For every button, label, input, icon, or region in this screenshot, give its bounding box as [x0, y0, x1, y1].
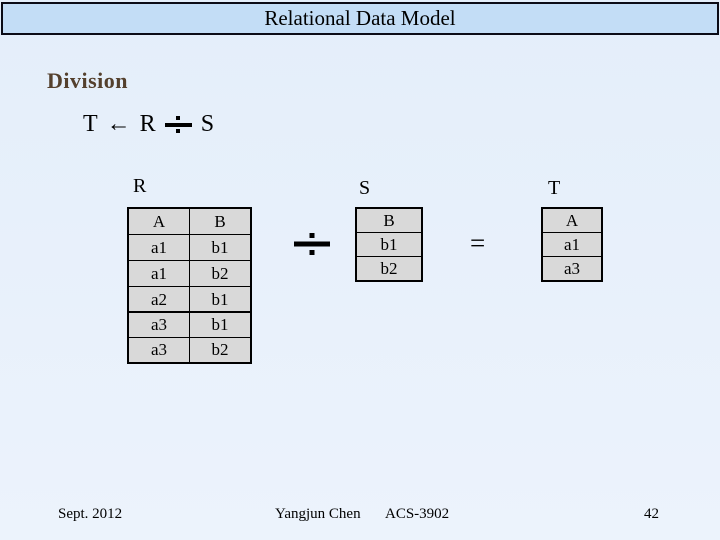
- relation-label-s: S: [359, 177, 371, 199]
- slide-title-bar: Relational Data Model: [1, 2, 719, 35]
- table-row: a3: [541, 256, 603, 282]
- table-cell: a3: [127, 311, 190, 338]
- division-bar: [294, 241, 330, 247]
- column-header: A: [127, 207, 190, 235]
- table-cell: a1: [541, 232, 603, 257]
- table-header-row: A B: [127, 207, 252, 235]
- table-cell: b1: [355, 232, 423, 257]
- left-arrow-icon: ←: [106, 111, 131, 137]
- table-header-row: B: [355, 207, 423, 233]
- table-cell: a3: [127, 337, 190, 364]
- table-row: a3 b2: [127, 337, 252, 364]
- table-cell: b1: [189, 234, 252, 261]
- table-cell: b1: [189, 286, 252, 314]
- column-header: A: [541, 207, 603, 233]
- footer-course: ACS-3902: [385, 506, 450, 522]
- section-heading: Division: [47, 68, 129, 93]
- table-cell: a1: [127, 260, 190, 287]
- table-cell: b2: [189, 260, 252, 287]
- division-bar: [164, 122, 192, 127]
- division-dot-top: [176, 116, 181, 120]
- footer-date: Sept. 2012: [58, 506, 123, 522]
- division-formula: T ← R S: [83, 111, 214, 138]
- relation-table-r-lower: a3 b1 a3 b2: [127, 311, 252, 364]
- table-cell: a1: [127, 234, 190, 261]
- relation-table-t: A a1 a3: [541, 207, 603, 282]
- formula-operand-right: S: [200, 111, 215, 137]
- table-row: a2 b1: [127, 286, 252, 314]
- division-operator-icon: [294, 233, 330, 255]
- table-row: b2: [355, 256, 423, 282]
- division-dot-top: [309, 233, 315, 238]
- table-cell: b1: [189, 311, 252, 338]
- table-row: a1 b2: [127, 260, 252, 287]
- division-operator-icon: [164, 116, 192, 133]
- table-header-row: A: [541, 207, 603, 233]
- formula-target: T: [83, 111, 98, 137]
- table-cell: b2: [355, 256, 423, 282]
- relation-label-r: R: [133, 175, 147, 197]
- column-header: B: [189, 207, 252, 235]
- table-row: b1: [355, 232, 423, 257]
- footer-page-number: 42: [644, 506, 659, 522]
- table-row: a3 b1: [127, 311, 252, 338]
- table-cell: a3: [541, 256, 603, 282]
- relation-table-r-upper: A B a1 b1 a1 b2 a2 b1: [127, 207, 252, 314]
- division-dot-bottom: [176, 129, 181, 133]
- division-dot-bottom: [309, 250, 315, 255]
- slide-title: Relational Data Model: [264, 6, 456, 30]
- relation-table-s: B b1 b2: [355, 207, 423, 282]
- relation-label-t: T: [548, 177, 561, 199]
- table-cell: a2: [127, 286, 190, 314]
- table-row: a1 b1: [127, 234, 252, 261]
- table-row: a1: [541, 232, 603, 257]
- equals-sign: =: [470, 228, 486, 258]
- column-header: B: [355, 207, 423, 233]
- table-cell: b2: [189, 337, 252, 364]
- footer-author: Yangjun Chen: [275, 506, 361, 522]
- formula-operand-left: R: [139, 111, 156, 137]
